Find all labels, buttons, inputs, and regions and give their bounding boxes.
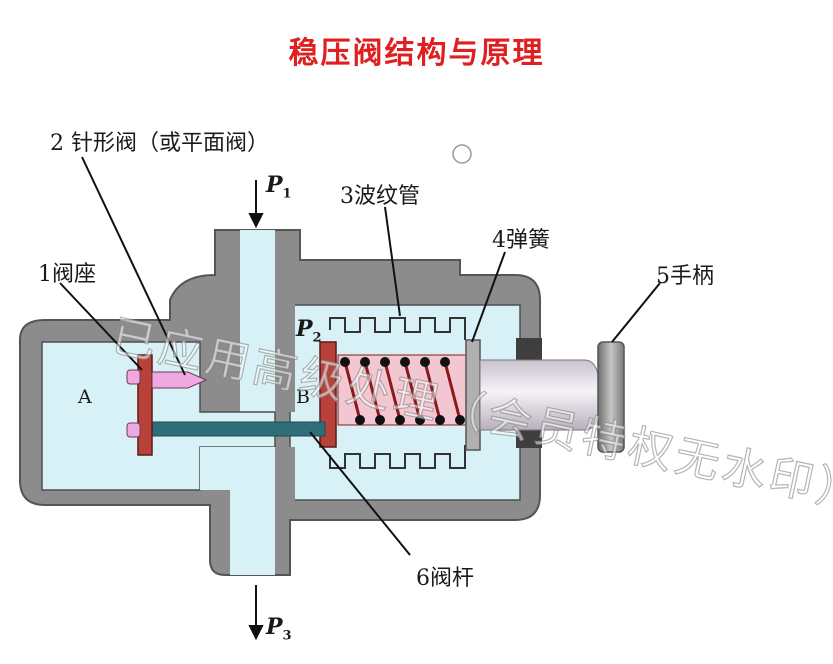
bellows-label: 3波纹管	[340, 184, 420, 209]
inlet-passage	[240, 230, 275, 412]
bellows-upper	[329, 317, 466, 340]
spring	[337, 354, 467, 426]
chamber-a-label: A	[78, 386, 92, 408]
chamber-b-label: B	[296, 386, 310, 408]
p1-arrow	[248, 180, 264, 229]
leader-lines	[59, 156, 661, 556]
p3-label: P3	[266, 614, 292, 644]
valve-stem	[149, 421, 326, 437]
bellows-lower	[329, 445, 466, 469]
marker-circle	[452, 144, 472, 164]
p3-arrow	[248, 585, 264, 641]
valve-seat-label: 1阀座	[38, 262, 96, 287]
valve-seat-pin-bottom	[126, 422, 141, 438]
spring-label: 4弹簧	[492, 228, 550, 253]
inner-wall-lower	[275, 447, 295, 507]
inner-wall	[275, 290, 295, 412]
needle-valve	[151, 371, 208, 389]
valve-seat-plate	[137, 354, 153, 456]
outlet-passage	[200, 447, 275, 575]
valve-stem-label: 6阀杆	[416, 566, 474, 591]
diagram-title: 稳压阀结构与原理	[288, 36, 545, 71]
handle-label: 5手柄	[656, 264, 714, 289]
valve-seat-pin-top	[126, 369, 141, 385]
piston-plate	[319, 341, 337, 448]
needle-valve-label: 2 针形阀（或平面阀）	[50, 131, 269, 156]
p2-label: P2	[296, 316, 322, 346]
handle-knob	[597, 341, 625, 453]
p1-label: P1	[266, 172, 292, 202]
